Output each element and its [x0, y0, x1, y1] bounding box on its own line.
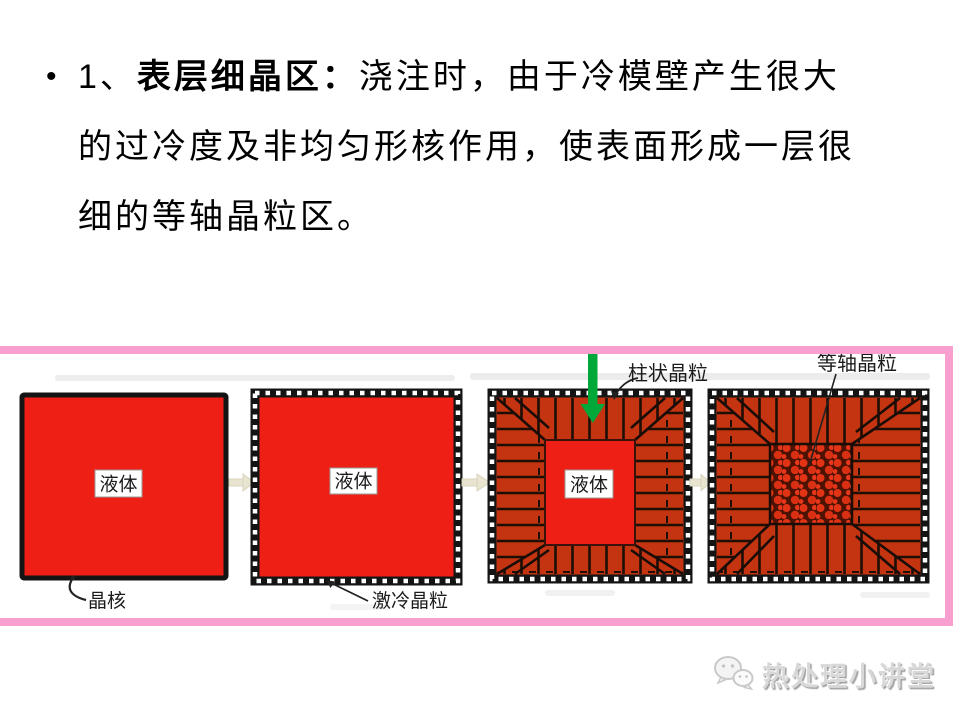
caption-equiaxed-grains: 等轴晶粒	[817, 354, 897, 375]
solidification-stages-diagram: 液体 晶核 液体 激冷晶粒	[19, 354, 930, 612]
stage-arrow-1	[228, 472, 255, 493]
body-text-part1: 浇注时，由于冷模壁产生很大	[358, 58, 840, 96]
wechat-icon	[714, 656, 754, 691]
stage-arrow-3	[689, 473, 712, 492]
text-line-3: 细的等轴晶粒区。	[78, 198, 374, 236]
equiaxed-grain-core	[768, 442, 854, 526]
stage-arrow-2	[461, 473, 491, 492]
caption-chilled-grains: 激冷晶粒	[372, 590, 448, 612]
chilled-grain-border-stage2	[252, 390, 461, 584]
liquid-label-box-stage1	[94, 469, 143, 498]
mold-outline-stage2	[250, 388, 463, 586]
nucleus-pointer-tip	[70, 575, 76, 581]
caption-nucleus: 晶核	[88, 590, 126, 612]
stage-4-panel: 等轴晶粒	[707, 354, 930, 584]
green-pointer-arrow	[580, 354, 605, 423]
stage-2-panel: 液体 激冷晶粒	[250, 388, 463, 612]
text-line-2: 的过冷度及非均匀形核作用，使表面形成一层很	[78, 128, 855, 166]
stage-1-panel: 液体 晶核	[19, 392, 229, 612]
columnar-grain-bands-stage4	[716, 396, 921, 576]
chilled-grain-border-stage4	[709, 390, 928, 582]
chilled-grain-pointer-arrowhead	[326, 580, 335, 588]
liquid-label-stage2: 液体	[334, 471, 372, 493]
scan-artifacts	[55, 373, 930, 610]
stage-3-panel: 液体 柱状晶粒	[487, 354, 708, 584]
list-number: 1、	[78, 58, 137, 96]
caption-columnar-grains: 柱状晶粒	[628, 361, 708, 385]
diagram-frame-right	[945, 346, 953, 626]
columnar-grain-pointer-arrowhead	[611, 391, 619, 400]
liquid-label-stage3: 液体	[570, 474, 608, 496]
equiaxed-grain-pointer-line	[808, 373, 837, 467]
diagram-frame-top	[0, 346, 953, 354]
text-line-1: • 1、表层细晶区：浇注时，由于冷模壁产生很大	[46, 42, 926, 112]
nucleus-pointer-line	[68, 577, 87, 602]
columnar-grain-bands-stage3	[496, 397, 684, 576]
slide-body-text: • 1、表层细晶区：浇注时，由于冷模壁产生很大 的过冷度及非均匀形核作用，使表面形…	[46, 42, 926, 252]
liquid-label-stage1: 液体	[99, 474, 137, 496]
watermark: 热处理小讲堂	[713, 652, 936, 696]
watermark-text: 热处理小讲堂	[762, 661, 936, 692]
liquid-label-box-stage2	[329, 467, 378, 495]
liquid-label-box-stage3	[564, 469, 614, 499]
chilled-grain-pointer-line	[328, 581, 369, 602]
diagram-frame-bottom	[0, 618, 953, 626]
bullet-marker: •	[46, 60, 57, 93]
heading-term: 表层细晶区：	[136, 58, 359, 96]
